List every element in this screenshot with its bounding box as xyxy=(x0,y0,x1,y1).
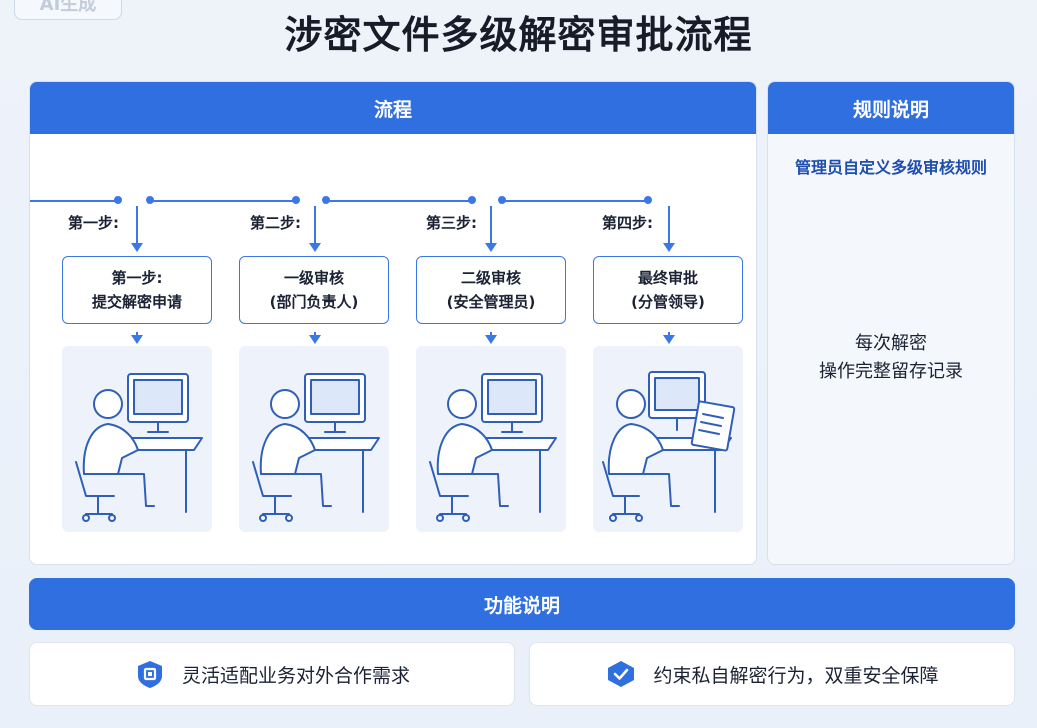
step-1-box: 第一步: 提交解密申请 xyxy=(62,256,212,324)
step-1-title: 第一步: xyxy=(111,269,163,287)
flow-node-dot xyxy=(322,196,330,204)
feature-text: 约束私自解密行为，双重安全保障 xyxy=(653,664,939,687)
flow-connector xyxy=(502,200,648,202)
arrow-down-icon xyxy=(485,206,497,252)
step-3-title: 二级审核 xyxy=(460,269,521,287)
arrow-down-icon xyxy=(663,206,675,252)
arrow-down-icon xyxy=(131,332,143,344)
step-3-label: 第三步: xyxy=(426,214,477,232)
flow-node-dot xyxy=(644,196,652,204)
step-2-illustration xyxy=(239,346,389,532)
rule-audit-line-1: 每次解密 xyxy=(855,333,927,354)
flow-panel-header: 流程 xyxy=(30,82,756,134)
rule-audit-record: 每次解密 操作完整留存记录 xyxy=(768,330,1014,386)
step-1-label: 第一步: xyxy=(68,214,119,232)
step-4-illustration xyxy=(593,346,743,532)
rules-panel: 规则说明 管理员自定义多级审核规则 每次解密 操作完整留存记录 xyxy=(767,81,1015,565)
flow-node-dot xyxy=(114,196,122,204)
step-4-label: 第四步: xyxy=(602,214,653,232)
step-2-title: 一级审核 xyxy=(283,269,344,287)
person-at-computer-icon xyxy=(252,373,380,522)
feature-card: 约束私自解密行为，双重安全保障 xyxy=(529,642,1015,706)
arrow-down-icon xyxy=(309,332,321,344)
person-with-document-icon xyxy=(602,371,736,522)
step-3-subtitle: (安全管理员) xyxy=(446,293,536,311)
arrow-down-icon xyxy=(309,206,321,252)
flow-connector xyxy=(30,200,118,202)
step-3-illustration xyxy=(416,346,566,532)
person-at-computer-icon xyxy=(429,373,557,522)
flow-panel: 流程 第一步: 第一步: 提交解密申请 xyxy=(29,81,757,565)
step-4-subtitle: (分管领导) xyxy=(631,293,705,311)
check-shield-icon xyxy=(605,658,637,690)
step-1-illustration xyxy=(62,346,212,532)
feature-text: 灵活适配业务对外合作需求 xyxy=(181,664,410,687)
person-at-computer-icon xyxy=(75,373,203,522)
step-2-subtitle: (部门负责人) xyxy=(269,293,359,311)
rules-panel-header: 规则说明 xyxy=(768,82,1014,134)
arrow-down-icon xyxy=(663,332,675,344)
step-4-box: 最终审批 (分管领导) xyxy=(593,256,743,324)
step-4-title: 最终审批 xyxy=(637,269,698,287)
arrow-down-icon xyxy=(485,332,497,344)
rule-audit-line-2: 操作完整留存记录 xyxy=(819,361,963,382)
flow-connector xyxy=(326,200,472,202)
square-shield-icon xyxy=(134,658,166,690)
ai-generated-badge: AI生成 xyxy=(14,0,122,20)
flow-node-dot xyxy=(146,196,154,204)
step-1-subtitle: 提交解密申请 xyxy=(91,293,182,311)
arrow-down-icon xyxy=(131,206,143,252)
flow-node-dot xyxy=(498,196,506,204)
flow-connector xyxy=(150,200,296,202)
flow-node-dot xyxy=(468,196,476,204)
page-title: 涉密文件多级解密审批流程 xyxy=(284,13,753,57)
step-3-box: 二级审核 (安全管理员) xyxy=(416,256,566,324)
rule-custom-levels: 管理员自定义多级审核规则 xyxy=(794,158,987,177)
step-2-box: 一级审核 (部门负责人) xyxy=(239,256,389,324)
step-2-label: 第二步: xyxy=(250,214,301,232)
feature-card: 灵活适配业务对外合作需求 xyxy=(29,642,515,706)
features-header: 功能说明 xyxy=(29,578,1015,630)
flow-node-dot xyxy=(292,196,300,204)
